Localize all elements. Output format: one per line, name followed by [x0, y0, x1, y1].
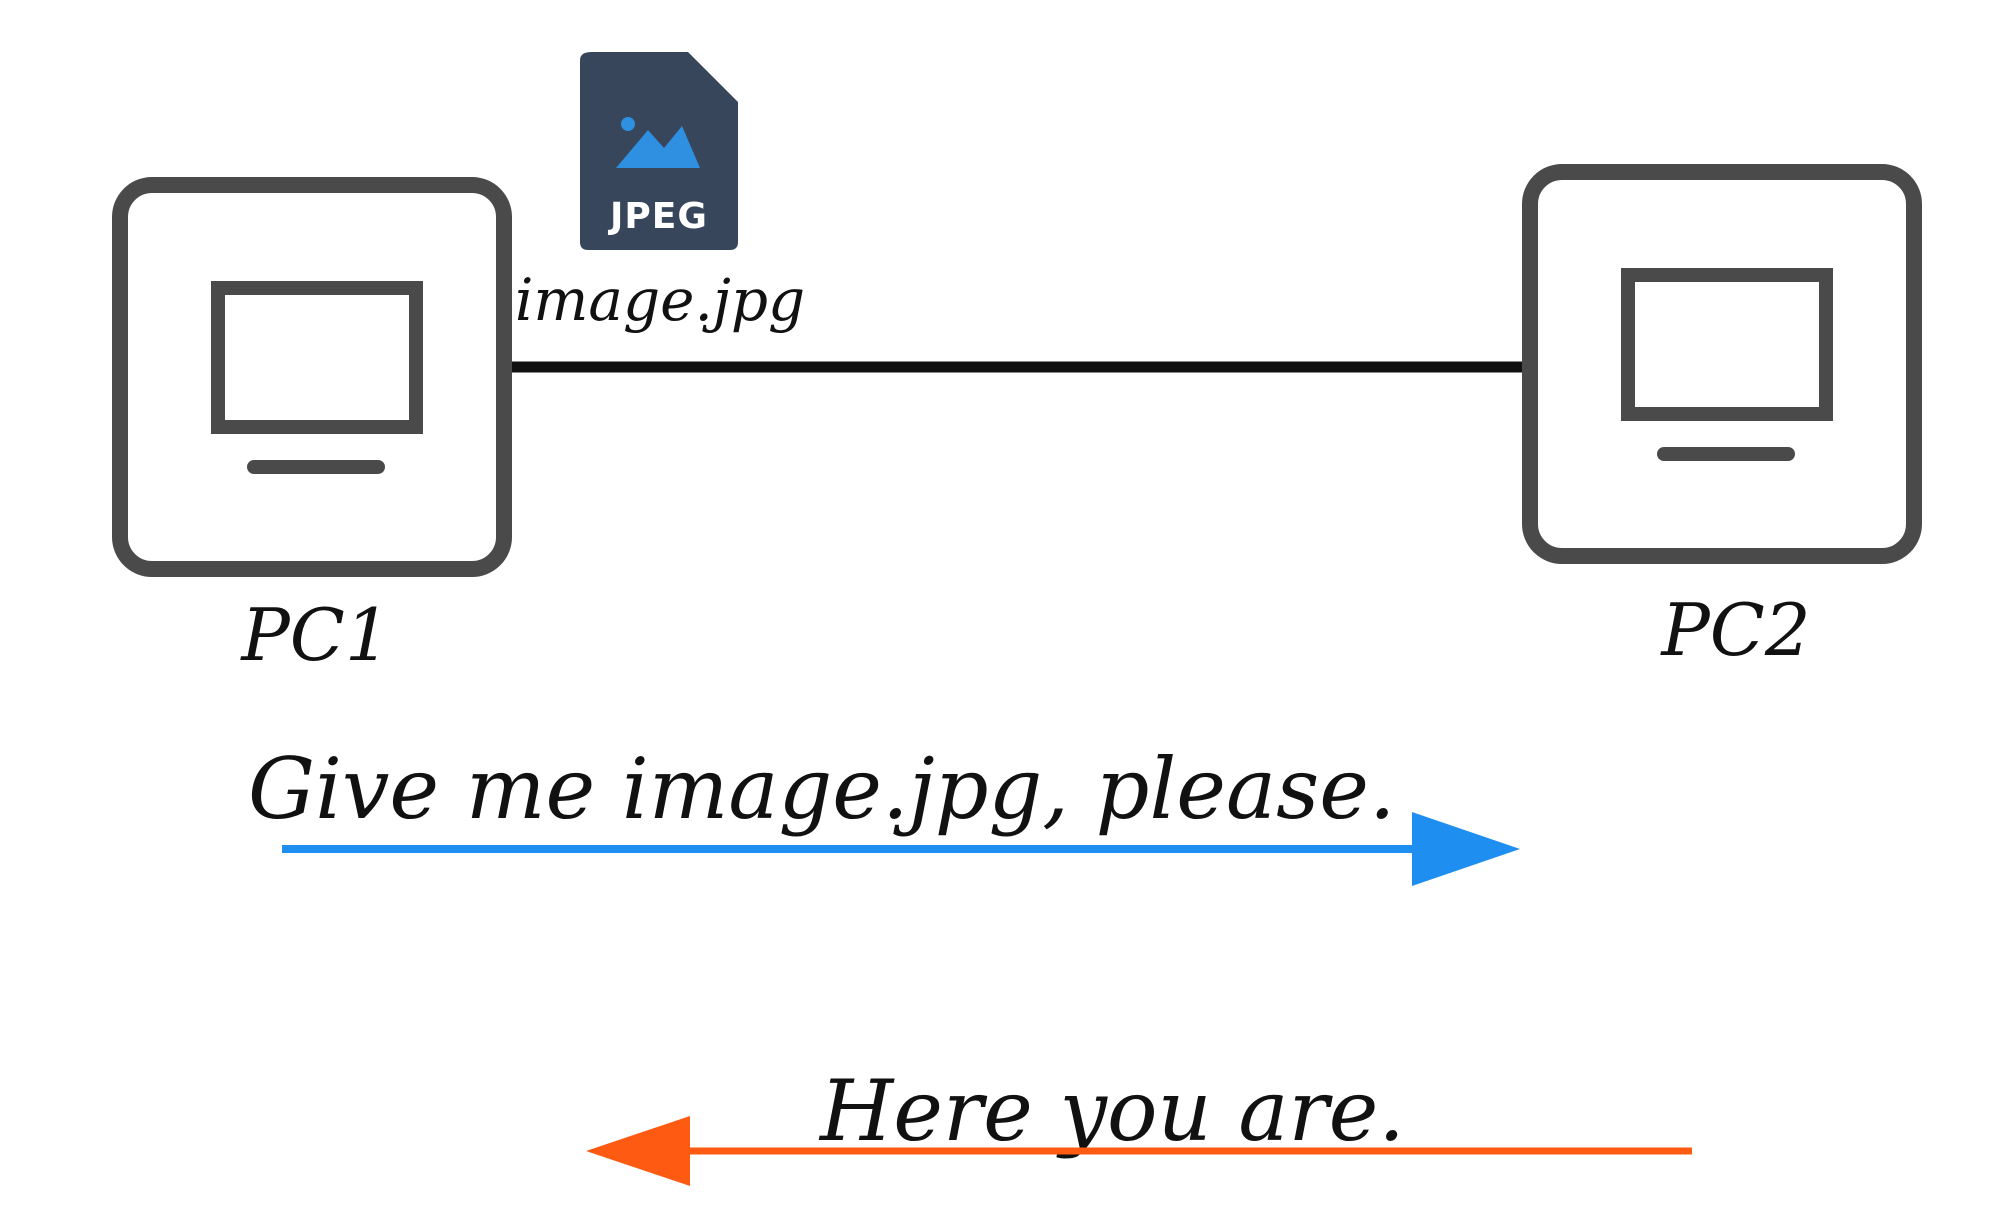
- request-message: Give me image.jpg, please.: [248, 740, 1520, 886]
- jpeg-badge: JPEG: [607, 196, 708, 237]
- desktop-computer-icon: [211, 281, 423, 474]
- response-message: Here you are.: [586, 1062, 1692, 1186]
- response-arrowhead: [586, 1116, 690, 1186]
- picture-glyph: [616, 117, 700, 168]
- pc1-label: PC1: [239, 593, 390, 677]
- pc2-label: PC2: [1659, 588, 1810, 672]
- file-name-label: image.jpg: [515, 266, 805, 334]
- pc2-node: PC2: [1522, 164, 1922, 672]
- request-text: Give me image.jpg, please.: [248, 740, 1396, 838]
- jpeg-file-icon: JPEG: [580, 52, 738, 250]
- pc1-frame: [112, 177, 512, 577]
- response-text: Here you are.: [818, 1062, 1405, 1160]
- desktop-computer-icon: [1621, 268, 1833, 461]
- pc2-frame: [1522, 164, 1922, 564]
- pc1-node: PC1: [112, 177, 512, 677]
- request-arrowhead: [1412, 812, 1520, 886]
